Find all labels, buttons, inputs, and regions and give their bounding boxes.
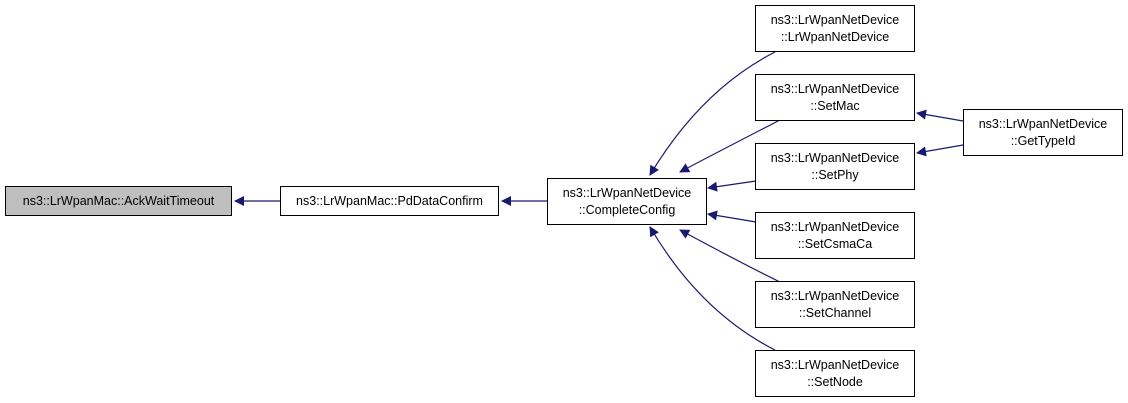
edge-setphy-to-complete xyxy=(707,180,757,192)
node-label-line2: ::GetTypeId xyxy=(1010,133,1076,148)
node-label-line1: ns3::LrWpanNetDevice xyxy=(770,81,900,96)
edge-gettypeid-to-setmac xyxy=(916,109,964,122)
node-label-line1: ns3::LrWpanNetDevice xyxy=(978,116,1108,131)
node-gettypeid[interactable]: ns3::LrWpanNetDevice ::GetTypeId xyxy=(963,109,1123,156)
node-label-line1: ns3::LrWpanNetDevice xyxy=(770,219,900,234)
node-label-line2: ::SetPhy xyxy=(811,167,859,182)
node-label-line2: ::LrWpanNetDevice xyxy=(780,29,890,44)
node-setchannel[interactable]: ns3::LrWpanNetDevice ::SetChannel xyxy=(755,281,915,328)
node-lrwpannetdevice-ctor[interactable]: ns3::LrWpanNetDevice ::LrWpanNetDevice xyxy=(755,5,915,52)
node-label-line2: ::SetChannel xyxy=(798,305,872,320)
node-label-line1: ns3::LrWpanNetDevice xyxy=(562,185,692,200)
node-label-line2: ::SetCsmaCa xyxy=(797,236,873,251)
node-completeconfig[interactable]: ns3::LrWpanNetDevice ::CompleteConfig xyxy=(547,178,707,225)
edge-gettypeid-to-setphy xyxy=(916,144,964,157)
edge-setcsma-to-complete xyxy=(707,210,757,223)
node-setnode[interactable]: ns3::LrWpanNetDevice ::SetNode xyxy=(755,350,915,397)
node-label: ns3::LrWpanMac::PdDataConfirm xyxy=(296,193,483,208)
node-label-line2: ::SetNode xyxy=(807,374,863,389)
node-ackwaittimeout[interactable]: ns3::LrWpanMac::AckWaitTimeout xyxy=(5,186,232,216)
node-label-line2: ::SetMac xyxy=(810,98,860,113)
node-setphy[interactable]: ns3::LrWpanNetDevice ::SetPhy xyxy=(755,143,915,190)
edge-setnode-to-complete xyxy=(649,226,776,351)
node-pddataconfirm[interactable]: ns3::LrWpanMac::PdDataConfirm xyxy=(280,186,499,216)
edge-ctor-to-complete xyxy=(649,51,776,176)
edge-setmac-to-complete xyxy=(679,119,781,173)
node-setcsmaca[interactable]: ns3::LrWpanNetDevice ::SetCsmaCa xyxy=(755,212,915,259)
node-label-line1: ns3::LrWpanNetDevice xyxy=(770,288,900,303)
node-label-line1: ns3::LrWpanNetDevice xyxy=(770,357,900,372)
edge-setchannel-to-complete xyxy=(679,229,781,283)
node-setmac[interactable]: ns3::LrWpanNetDevice ::SetMac xyxy=(755,74,915,121)
node-label-line1: ns3::LrWpanNetDevice xyxy=(770,150,900,165)
node-label: ns3::LrWpanMac::AckWaitTimeout xyxy=(22,193,215,208)
node-label-line2: ::CompleteConfig xyxy=(578,202,676,217)
node-label-line1: ns3::LrWpanNetDevice xyxy=(770,12,900,27)
